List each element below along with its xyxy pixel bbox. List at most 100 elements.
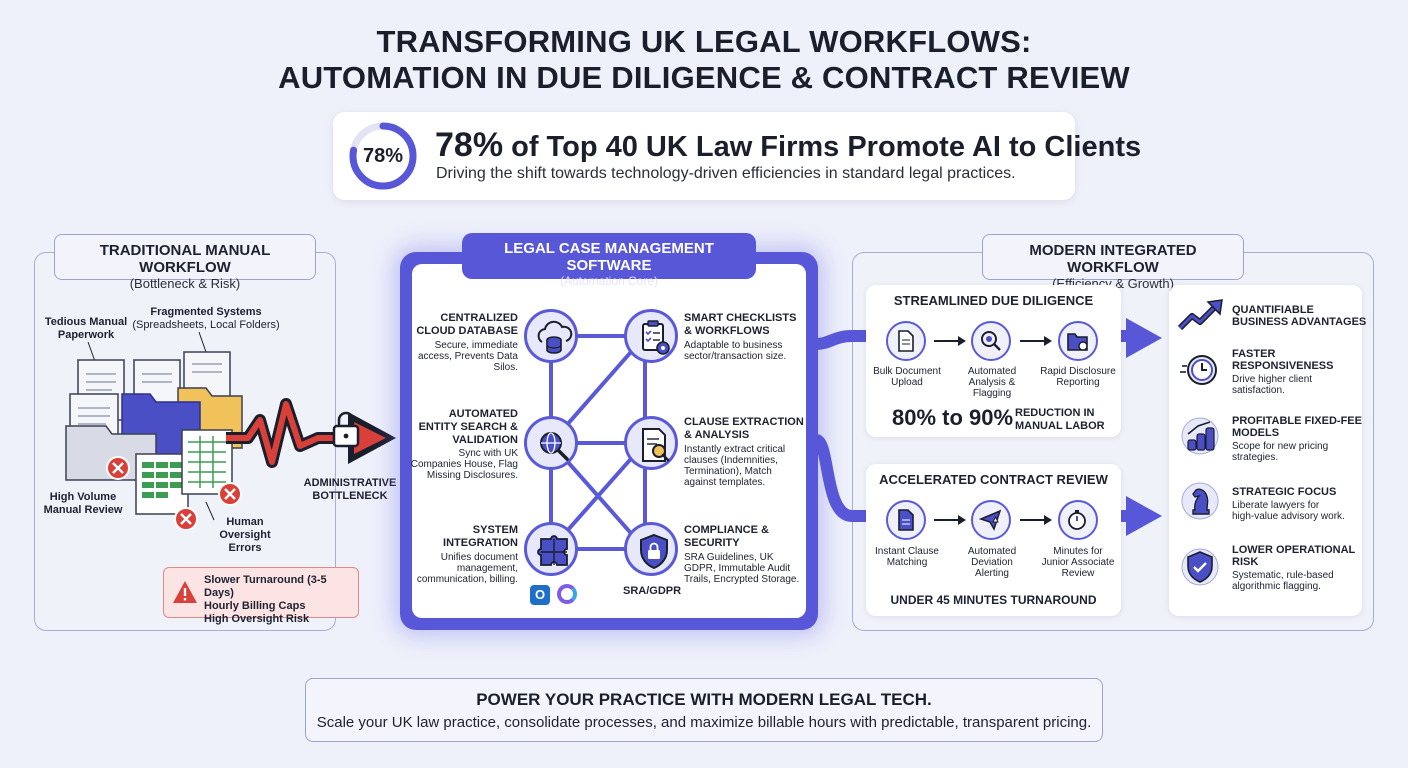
risk-item: Slower Turnaround (3-5 Days) (204, 574, 327, 599)
feature-title: SMART CHECKLISTS (684, 312, 797, 324)
cr-step-3-line: Review (1061, 568, 1095, 579)
footer-subtitle: Scale your UK law practice, consolidate … (316, 714, 1092, 731)
label-fragmented-1: Fragmented Systems (150, 306, 262, 318)
core-subtitle: (Automation Core) (559, 274, 659, 288)
label-human-2: Oversight (219, 529, 271, 541)
advantage-title: STRATEGIC FOCUS (1232, 486, 1337, 498)
cr-step-1: Instant Clause Matching (866, 546, 948, 568)
cr-step-3-line: Minutes for (1053, 546, 1103, 557)
risk-list: Slower Turnaround (3-5 Days) Hourly Bill… (204, 574, 358, 626)
feature-title: AUTOMATED (448, 408, 518, 420)
contract-review-title: ACCELERATED CONTRACT REVIEW (879, 472, 1108, 487)
feature-clause-extraction: CLAUSE EXTRACTION & ANALYSIS Instantly e… (684, 416, 806, 488)
feature-desc: Sync with UK (458, 448, 518, 459)
bottleneck-arrow (226, 398, 396, 468)
label-high-volume-1: High Volume (49, 491, 117, 503)
advantage-title: LOWER OPERATIONAL (1232, 544, 1356, 556)
clause-document-icon (886, 500, 926, 540)
contract-review-card: ACCELERATED CONTRACT REVIEW (866, 464, 1121, 616)
cr-step-2-line: Alerting (975, 568, 1009, 579)
risk-box: Slower Turnaround (3-5 Days) Hourly Bill… (163, 567, 359, 625)
alert-send-icon (971, 500, 1011, 540)
feature-cloud-database: CENTRALIZED CLOUD DATABASE Secure, immed… (412, 312, 518, 373)
feature-title: CLAUSE EXTRACTION (684, 416, 804, 428)
document-pile-illustration (65, 331, 243, 530)
feature-title: SYSTEM (472, 524, 518, 536)
feature-system-integration: SYSTEM INTEGRATION Unifies document mana… (406, 524, 518, 585)
advantage-desc: Systematic, rule-based (1232, 570, 1334, 581)
feature-desc: Secure, immediate (434, 340, 518, 351)
label-high-volume-2: Manual Review (43, 504, 123, 516)
cr-turnaround: UNDER 45 MINUTES TURNAROUND (890, 593, 1097, 607)
label-bottleneck-2: BOTTLENECK (312, 490, 388, 502)
advantage-desc: Liberate lawyers for (1232, 500, 1320, 511)
shield-check-icon (1181, 548, 1219, 586)
feature-title: & ANALYSIS (684, 429, 750, 441)
stat-headline: 78% of Top 40 UK Law Firms Promote AI to… (435, 126, 1141, 165)
advantage-quantifiable: QUANTIFIABLE BUSINESS ADVANTAGES (1232, 304, 1366, 328)
upload-document-icon (886, 321, 926, 361)
feature-title: ENTITY SEARCH & (418, 421, 518, 433)
label-tedious-paperwork-1: Tedious Manual (44, 316, 128, 328)
dd-step-2: Automated Analysis & Flagging (955, 366, 1029, 399)
footer-cta: POWER YOUR PRACTICE WITH MODERN LEGAL TE… (305, 678, 1103, 742)
dd-step-3-line: Rapid Disclosure (1040, 366, 1116, 377)
advantage-fixed-fee: PROFITABLE FIXED-FEE MODELS Scope for ne… (1232, 415, 1362, 463)
advantage-title: QUANTIFIABLE (1232, 304, 1314, 316)
label-tedious-paperwork: Tedious Manual Paperwork (40, 316, 132, 342)
advantage-title: BUSINESS ADVANTAGES (1232, 316, 1367, 328)
modern-title: MODERN INTEGRATED WORKFLOW (1029, 242, 1197, 276)
traditional-workflow-tag: TRADITIONAL MANUAL WORKFLOW (Bottleneck … (54, 234, 316, 291)
feature-desc: Adaptable to business (684, 340, 783, 351)
flow-arrows (816, 318, 1162, 536)
warning-icon (173, 581, 197, 603)
cr-step-2-line: Deviation (971, 557, 1013, 568)
globe-search-icon (524, 416, 578, 470)
dd-step-1-line: Upload (891, 377, 923, 388)
advantage-desc: strategies. (1232, 452, 1279, 463)
dd-step-2-line: Flagging (972, 388, 1012, 399)
percent-donut-icon (349, 122, 417, 190)
cr-step-2-line: Automated (967, 546, 1017, 557)
label-bottleneck-1: ADMINISTRATIVE (303, 477, 397, 489)
dd-step-3: Rapid Disclosure Reporting (1036, 366, 1120, 388)
advantage-lower-risk: LOWER OPERATIONAL RISK Systematic, rule-… (1232, 544, 1355, 592)
due-diligence-title: STREAMLINED DUE DILIGENCE (893, 293, 1094, 308)
feature-desc: Termination), Match (684, 466, 772, 477)
page-title: TRANSFORMING UK LEGAL WORKFLOWS: AUTOMAT… (0, 24, 1408, 96)
advantage-faster: FASTER RESPONSIVENESS Drive higher clien… (1232, 348, 1333, 396)
cr-step-3-line: Junior Associate (1041, 557, 1115, 568)
feature-desc: GDPR, Immutable Audit (684, 563, 791, 574)
label-high-volume: High Volume Manual Review (38, 491, 128, 517)
trend-up-icon (1177, 299, 1223, 331)
cr-step-3: Minutes for Junior Associate Review (1034, 546, 1122, 579)
risk-item: Hourly Billing Caps (204, 600, 306, 612)
feature-compliance-security: COMPLIANCE & SECURITY SRA Guidelines, UK… (684, 524, 810, 585)
feature-desc: Instantly extract critical (684, 444, 786, 455)
checklist-gear-icon (624, 309, 678, 363)
advantage-desc: high-value advisory work. (1232, 511, 1345, 522)
puzzle-icon (524, 522, 578, 576)
feature-title: CLOUD DATABASE (416, 325, 518, 337)
feature-desc: sector/transaction size. (684, 351, 787, 362)
feature-title: & WORKFLOWS (684, 325, 770, 337)
risk-item: High Oversight Risk (204, 613, 310, 625)
feature-desc: Unifies document (440, 552, 518, 563)
stopwatch-icon (1058, 500, 1098, 540)
donut-percent-label: 78% (362, 145, 404, 167)
advantage-title: RESPONSIVENESS (1232, 360, 1334, 372)
label-human-1: Human (226, 516, 264, 528)
feature-desc: clauses (Indemnities, (684, 455, 778, 466)
label-fragmented-systems: Fragmented Systems (Spreadsheets, Local … (126, 306, 286, 332)
advantage-strategic: STRATEGIC FOCUS Liberate lawyers for hig… (1232, 486, 1345, 522)
stat-subline: Driving the shift towards technology-dri… (436, 165, 1016, 182)
dd-step-1-line: Bulk Document (873, 366, 941, 377)
feature-desc: against templates. (684, 477, 766, 488)
dd-metric-label-1: REDUCTION IN (1015, 407, 1095, 419)
label-admin-bottleneck: ADMINISTRATIVE BOTTLENECK (300, 477, 400, 503)
feature-desc: Companies House, Flag (410, 459, 518, 470)
feature-title: VALIDATION (452, 434, 518, 446)
dd-step-1: Bulk Document Upload (866, 366, 948, 388)
advantage-title: FASTER (1232, 348, 1276, 360)
outlook-icon: O (530, 585, 550, 605)
